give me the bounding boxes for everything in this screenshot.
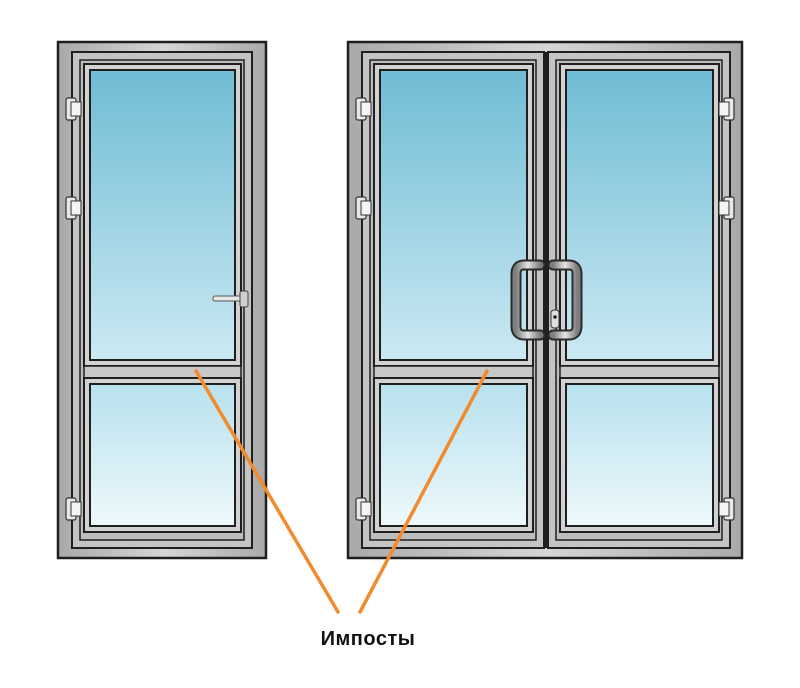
hinge-icon xyxy=(65,97,82,121)
pointer-line-single-door xyxy=(194,369,340,614)
double-door-left-leaf xyxy=(361,51,545,549)
right-leaf-upper-glass xyxy=(565,69,714,361)
single-door-impost xyxy=(83,365,242,379)
hinge-icon xyxy=(355,497,372,521)
hinge-icon xyxy=(65,497,82,521)
single-door-lower-glass xyxy=(89,383,236,527)
pull-handle-icon xyxy=(547,259,583,341)
hinge-icon xyxy=(718,497,735,521)
double-door xyxy=(346,40,744,560)
hinge-icon xyxy=(355,196,372,220)
single-door-upper-glass xyxy=(89,69,236,361)
left-leaf-impost xyxy=(373,365,534,379)
keyhole-icon xyxy=(550,309,560,329)
hinge-icon xyxy=(718,97,735,121)
hinge-icon xyxy=(65,196,82,220)
right-leaf-impost xyxy=(559,365,720,379)
pointer-line-double-door xyxy=(358,369,489,614)
left-leaf-upper-glass xyxy=(379,69,528,361)
pull-handle-icon xyxy=(510,259,546,341)
left-leaf-lower-glass xyxy=(379,383,528,527)
impost-label: Импосты xyxy=(320,628,416,650)
hinge-icon xyxy=(355,97,372,121)
double-door-right-leaf xyxy=(547,51,731,549)
hinge-icon xyxy=(718,196,735,220)
right-leaf-lower-glass xyxy=(565,383,714,527)
single-door xyxy=(56,40,268,560)
lever-handle-icon xyxy=(212,290,249,308)
